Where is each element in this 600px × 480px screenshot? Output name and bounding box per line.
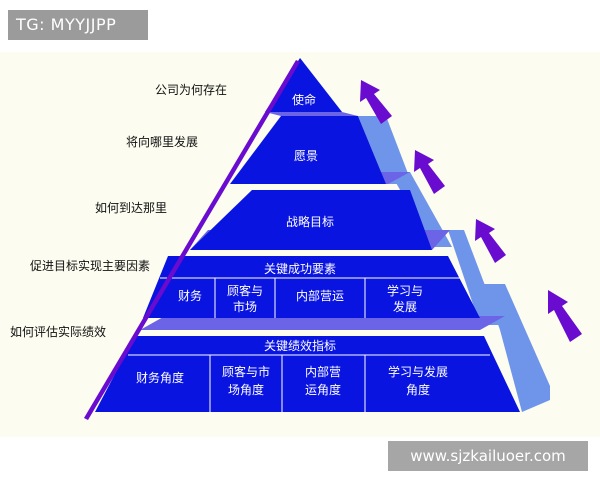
up-arrow-4 xyxy=(548,290,582,342)
upward-arrows xyxy=(360,80,582,342)
front-mission xyxy=(265,58,342,112)
ledge-mission xyxy=(265,112,358,116)
kpi-cell-internal-1: 内部营 xyxy=(305,364,341,379)
front-vision xyxy=(230,116,386,184)
side-face-vision xyxy=(358,116,412,184)
csf-cell-internal: 内部营运 xyxy=(296,288,344,303)
tg-label: TG: MYYJJPP xyxy=(8,10,148,40)
csf-cell-finance: 财务 xyxy=(178,288,202,303)
kpi-cell-customer-1: 顾客与市 xyxy=(222,364,270,379)
kpi-cell-learning-2: 角度 xyxy=(406,382,430,397)
kpi-cell-learning-1: 学习与发展 xyxy=(388,364,448,379)
front-strategy xyxy=(190,190,432,250)
csf-grid xyxy=(160,277,460,318)
csf-cell-customer-1: 顾客与 xyxy=(227,283,263,298)
up-arrow-1 xyxy=(360,80,392,124)
question-evaluate-performance: 如何评估实际绩效 xyxy=(10,324,106,339)
ledge-csf xyxy=(140,316,505,330)
label-strategy: 战略目标 xyxy=(286,214,334,229)
kpi-cell-finance: 财务角度 xyxy=(136,370,184,385)
csf-cell-learning-2: 发展 xyxy=(393,299,417,314)
front-csf xyxy=(143,256,480,318)
up-arrow-2 xyxy=(414,150,445,194)
question-key-drivers: 促进目标实现主要因素 xyxy=(30,258,150,273)
csf-cell-learning-1: 学习与 xyxy=(387,283,423,298)
site-watermark: www.sjzkailuoer.com xyxy=(388,441,588,471)
label-vision: 愿景 xyxy=(294,149,318,163)
left-diagonal-line xyxy=(84,60,300,420)
kpi-cell-customer-2: 场角度 xyxy=(228,382,264,397)
question-how-get-there: 如何到达那里 xyxy=(95,200,167,215)
label-csf-title: 关键成功要素 xyxy=(264,262,336,276)
up-arrow-3 xyxy=(475,219,506,263)
side-face-csf xyxy=(448,230,500,325)
question-why-exist: 公司为何存在 xyxy=(155,83,227,97)
label-kpi-title: 关键绩效指标 xyxy=(264,338,336,353)
csf-cell-customer-2: 市场 xyxy=(233,299,257,314)
question-where-going: 将向哪里发展 xyxy=(126,134,198,149)
kpi-grid xyxy=(128,354,490,412)
kpi-cell-internal-2: 运角度 xyxy=(305,382,341,397)
label-mission: 使命 xyxy=(292,92,316,107)
